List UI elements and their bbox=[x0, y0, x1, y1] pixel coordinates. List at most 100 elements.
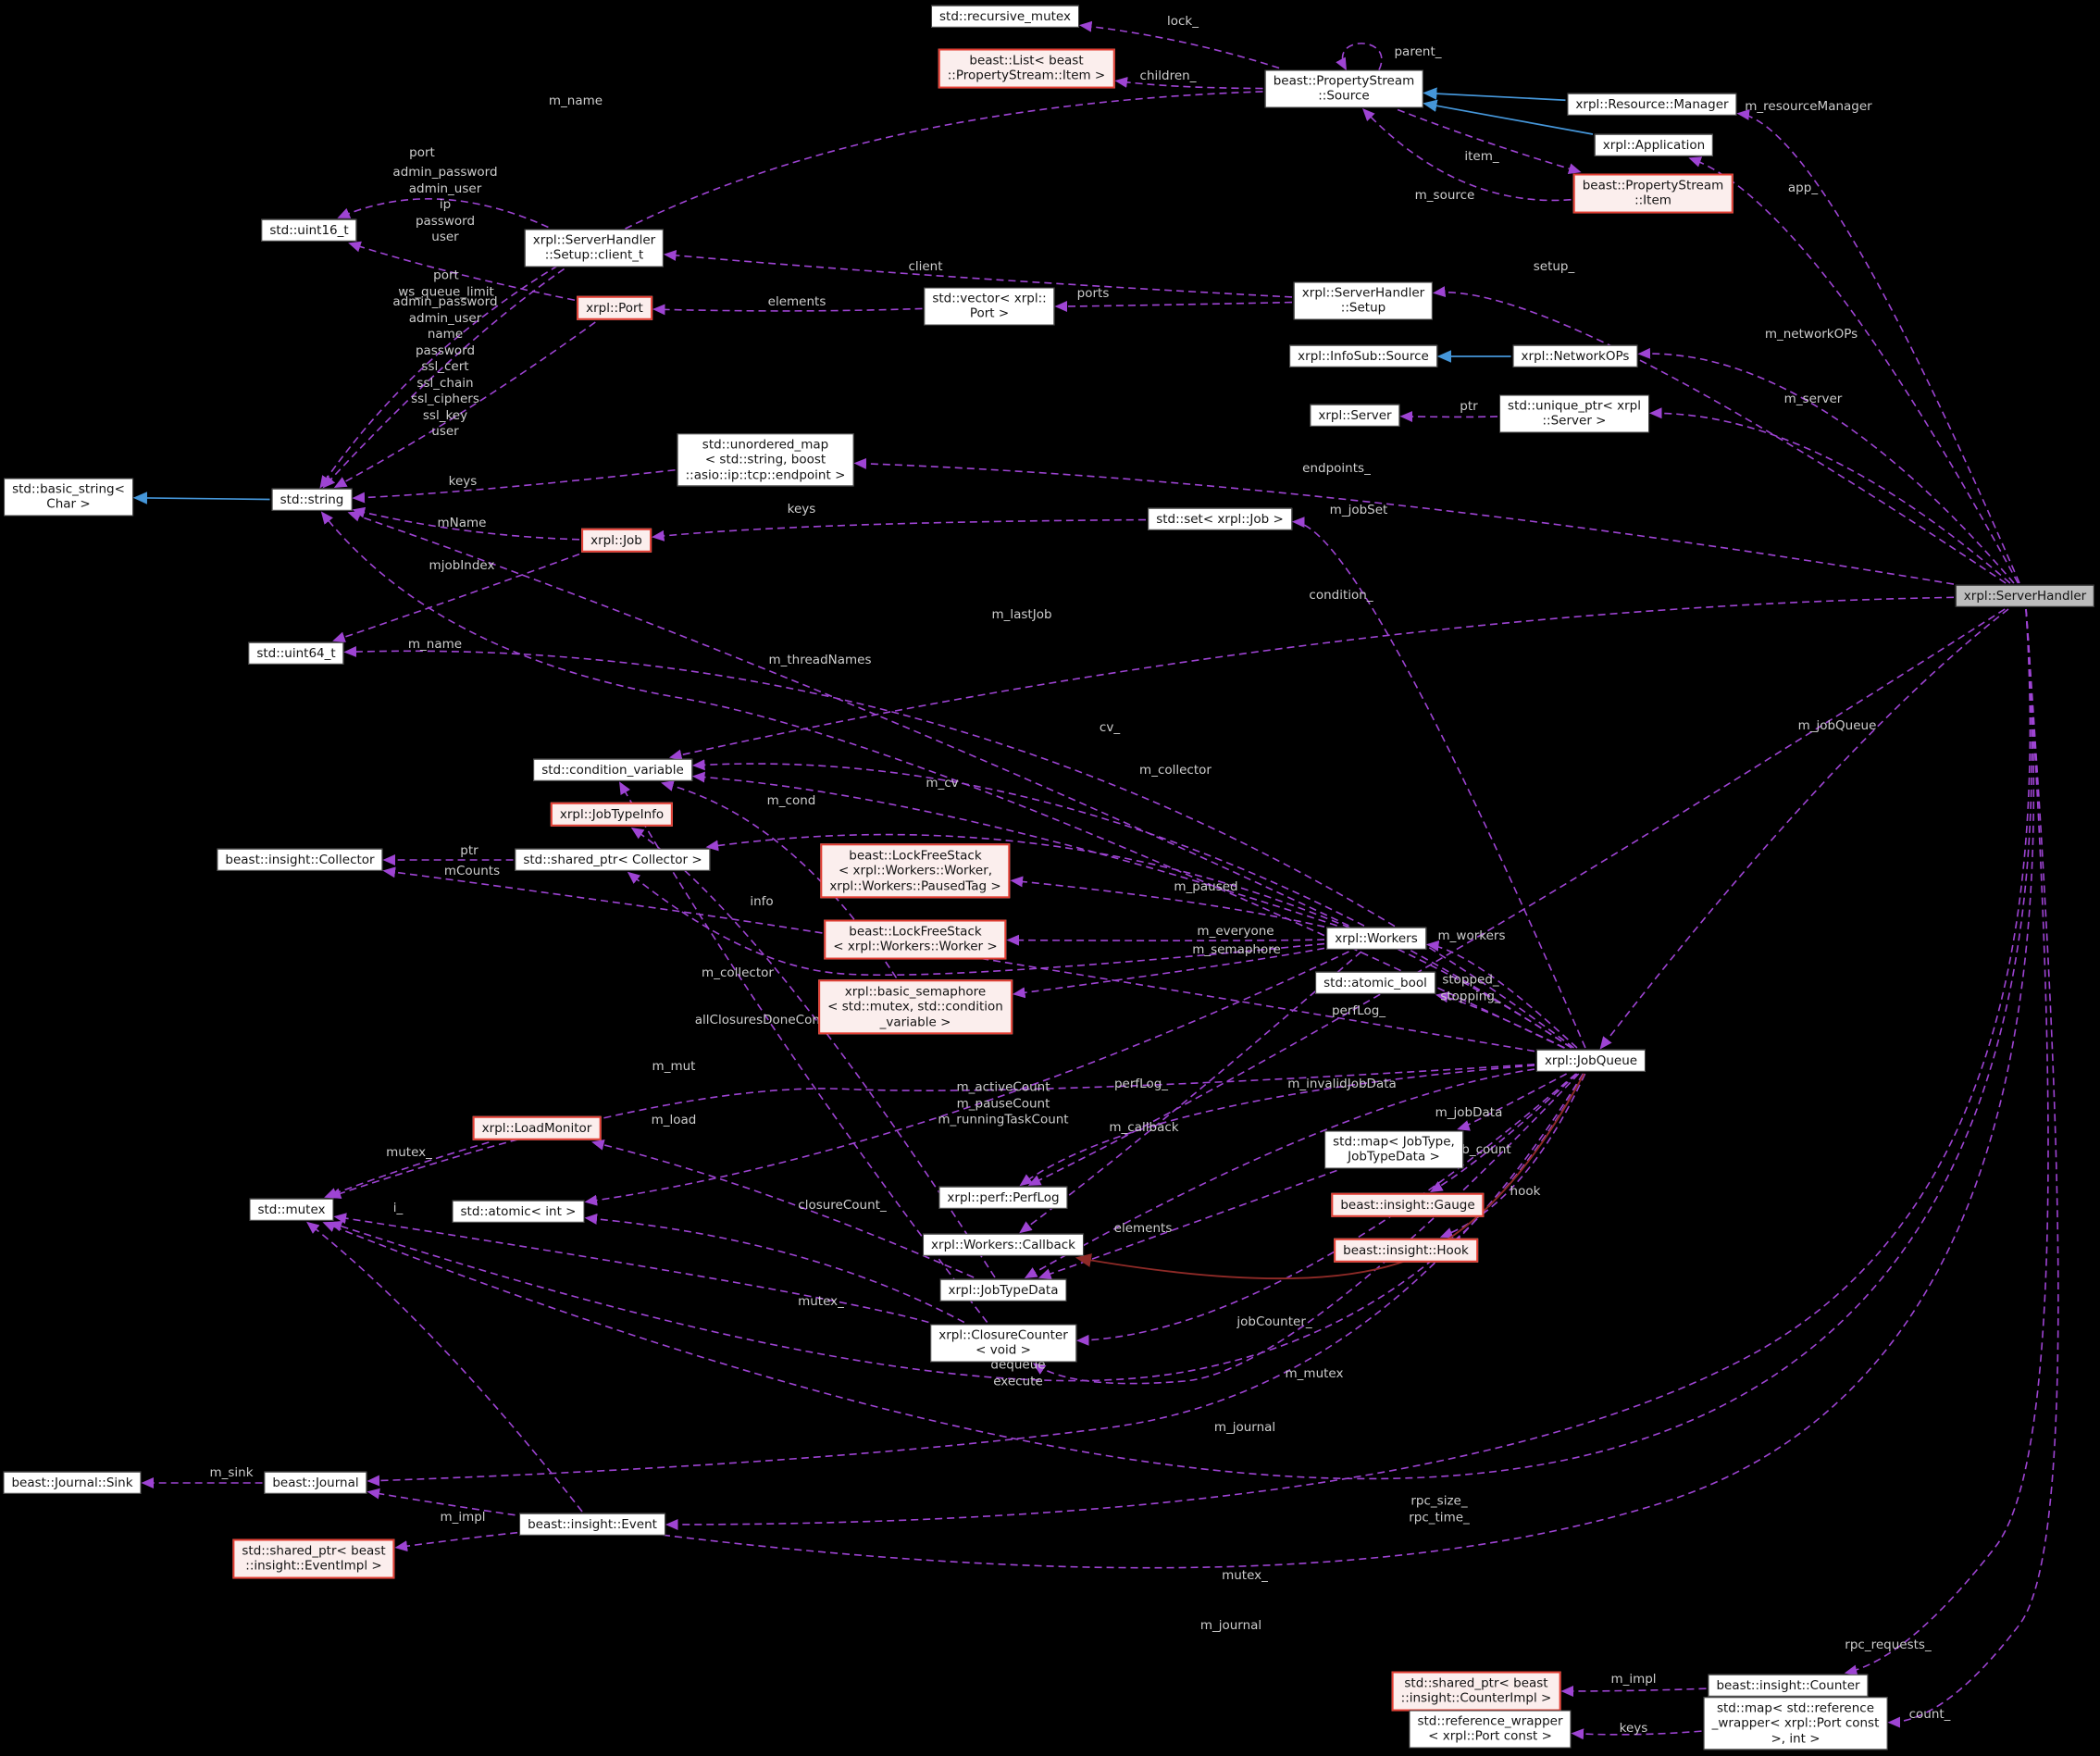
edge-label-keys: keys bbox=[448, 474, 478, 490]
edge-label-elements: elements bbox=[1113, 1221, 1173, 1237]
edge-server_handler-counter-rpc_requests_ bbox=[1844, 608, 2049, 1676]
node-set_job: std::set< xrpl::Job > bbox=[1148, 507, 1292, 531]
node-event[interactable]: beast::insight::Event bbox=[519, 1513, 665, 1537]
edge-label-m_journal: m_journal bbox=[1213, 1420, 1276, 1436]
node-map_jobtype: std::map< JobType, JobTypeData > bbox=[1324, 1130, 1463, 1169]
edge-label-port: port ws_queue_limit bbox=[398, 268, 494, 299]
edge-label-endpoints_: endpoints_ bbox=[1302, 461, 1371, 477]
edge-vec_port-port-elements bbox=[652, 304, 923, 316]
node-closure_counter[interactable]: xrpl::ClosureCounter < void > bbox=[930, 1324, 1076, 1363]
edge-server_handler-res_mgr-m_resourceManager bbox=[1736, 108, 2020, 584]
edge-label-parent_: parent_ bbox=[1394, 44, 1442, 60]
edge-label-m_impl: m_impl bbox=[440, 1510, 486, 1526]
node-vec_port: std::vector< xrpl:: Port > bbox=[924, 287, 1055, 326]
edge-port-uint16-port bbox=[348, 241, 576, 302]
node-gauge[interactable]: beast::insight::Gauge bbox=[1331, 1192, 1485, 1218]
edge-map_refwrap-ref_wrapper-keys bbox=[1571, 1728, 1702, 1740]
node-atomic_int: std::atomic< int > bbox=[452, 1200, 585, 1224]
node-journal[interactable]: beast::Journal bbox=[264, 1471, 367, 1495]
edge-label-m_name: m_name bbox=[548, 93, 603, 109]
edge-closure_counter-mutex-mutex_ bbox=[333, 1213, 929, 1324]
edge-server_handler-event-rpc_size_ bbox=[665, 608, 2032, 1530]
node-list_item[interactable]: beast::List< beast ::PropertyStream::Ite… bbox=[938, 48, 1115, 89]
edge-jobqueue-sptr_collector-m_collector bbox=[705, 833, 1572, 1049]
edge-jobqueue-closure_counter-jobCounter_ bbox=[1075, 1073, 1577, 1346]
edge-jobqueue-map_jobtype-m_jobData bbox=[1457, 1073, 1567, 1131]
node-counter[interactable]: beast::insight::Counter bbox=[1708, 1674, 1869, 1698]
node-jobtypeinfo[interactable]: xrpl::JobTypeInfo bbox=[550, 802, 674, 828]
edge-server_handler-cond_var-condition_ bbox=[668, 596, 1955, 761]
edge-label-mutex_: mutex_ bbox=[1222, 1568, 1268, 1584]
edge-label-jobCounter_: jobCounter_ bbox=[1236, 1314, 1312, 1330]
node-server[interactable]: xrpl::Server bbox=[1310, 404, 1400, 428]
edge-workers-semaphore-m_semaphore bbox=[1012, 947, 1325, 999]
edge-closure_counter-atomic_int-closureCount_ bbox=[584, 1213, 965, 1324]
edge-label-m_name: m_name bbox=[407, 637, 463, 653]
node-sh_setup[interactable]: xrpl::ServerHandler ::Setup bbox=[1293, 281, 1434, 320]
edge-label-keys: keys bbox=[1619, 1721, 1648, 1737]
edge-event-sptr_eventimpl-m_impl bbox=[394, 1531, 518, 1552]
edge-jobqueue-collector-mCounts bbox=[382, 866, 1535, 1052]
node-ps_source[interactable]: beast::PropertyStream ::Source bbox=[1264, 69, 1423, 108]
node-lfs_paused[interactable]: beast::LockFreeStack < xrpl::Workers::Wo… bbox=[820, 843, 1011, 899]
edge-label-m_workers: m_workers bbox=[1437, 928, 1506, 944]
node-collector[interactable]: beast::insight::Collector bbox=[217, 848, 383, 872]
edge-label-ptr: ptr bbox=[460, 843, 478, 859]
node-mutex: std::mutex bbox=[249, 1198, 334, 1222]
node-perflog[interactable]: xrpl::perf::PerfLog bbox=[938, 1186, 1068, 1210]
edge-label-mutex_: mutex_ bbox=[386, 1145, 432, 1161]
edge-ps_source-list_item-children_ bbox=[1114, 77, 1263, 90]
node-ps_item[interactable]: beast::PropertyStream ::Item bbox=[1572, 173, 1733, 214]
node-jobqueue[interactable]: xrpl::JobQueue bbox=[1535, 1049, 1646, 1073]
edge-label-m_jobSet: m_jobSet bbox=[1329, 503, 1388, 518]
node-client_t[interactable]: xrpl::ServerHandler ::Setup::client_t bbox=[524, 229, 665, 268]
edge-jobqueue-callback bbox=[1075, 1073, 1585, 1280]
edge-workers-string-m_threadNames bbox=[347, 511, 1349, 927]
node-cond_var: std::condition_variable bbox=[533, 758, 692, 782]
node-callback[interactable]: xrpl::Workers::Callback bbox=[923, 1233, 1084, 1257]
node-workers[interactable]: xrpl::Workers bbox=[1326, 927, 1426, 951]
edge-label-client: client bbox=[908, 259, 943, 275]
edge-label-m_collector: m_collector bbox=[1139, 763, 1212, 778]
node-res_mgr[interactable]: xrpl::Resource::Manager bbox=[1567, 93, 1737, 117]
edge-label-condition_: condition_ bbox=[1309, 588, 1373, 604]
edge-workers-sptr_collector-m_collector bbox=[627, 871, 1325, 977]
node-jobtypedata[interactable]: xrpl::JobTypeData bbox=[939, 1278, 1067, 1302]
edge-map_jobtype-jobtypedata-elements bbox=[1038, 1169, 1337, 1279]
node-loadmonitor[interactable]: xrpl::LoadMonitor bbox=[472, 1115, 602, 1141]
node-journal_sink[interactable]: beast::Journal::Sink bbox=[3, 1471, 142, 1495]
edge-label-m_jobQueue: m_jobQueue bbox=[1797, 718, 1877, 734]
edge-label-mCounts: mCounts bbox=[443, 864, 501, 879]
node-job[interactable]: xrpl::Job bbox=[581, 528, 652, 554]
node-sptr_eventimpl: std::shared_ptr< beast ::insight::EventI… bbox=[232, 1538, 395, 1579]
edge-jobqueue-perflog-perfLog_ bbox=[1019, 1065, 1535, 1187]
node-hook[interactable]: beast::insight::Hook bbox=[1334, 1238, 1478, 1264]
node-application[interactable]: xrpl::Application bbox=[1594, 133, 1714, 157]
node-uint64: std::uint64_t bbox=[248, 641, 344, 666]
edge-server_handler-jobqueue-m_jobQueue bbox=[1599, 608, 2009, 1050]
edge-label-ports: ports bbox=[1076, 286, 1110, 302]
edge-label-m_activeCount: m_activeCount m_pauseCount m_runningTask… bbox=[938, 1079, 1069, 1127]
edge-workers-lfs_paused-m_paused bbox=[1010, 876, 1325, 928]
edge-ps_source-string-m_name bbox=[319, 91, 1263, 489]
edge-ps_source-rmutex-lock_ bbox=[1078, 20, 1280, 69]
node-port[interactable]: xrpl::Port bbox=[577, 295, 652, 321]
edge-label-admin_password: admin_password admin_user name password … bbox=[392, 294, 498, 440]
edge-label-mjobIndex: mjobIndex bbox=[429, 558, 495, 574]
node-lfs_worker[interactable]: beast::LockFreeStack < xrpl::Workers::Wo… bbox=[824, 919, 1007, 960]
edge-client_t-uint16-port bbox=[337, 198, 549, 229]
node-uptr_server: std::unique_ptr< xrpl ::Server > bbox=[1499, 394, 1649, 433]
edge-jobqueue-gauge-job_count bbox=[1429, 1073, 1578, 1193]
node-netops[interactable]: xrpl::NetworkOPs bbox=[1512, 344, 1638, 368]
node-infosub_src[interactable]: xrpl::InfoSub::Source bbox=[1289, 344, 1437, 368]
node-ref_wrapper: std::reference_wrapper < xrpl::Port cons… bbox=[1409, 1710, 1572, 1749]
edge-label-m_invalidJobData: m_invalidJobData bbox=[1287, 1077, 1397, 1092]
edge-server_handler-perflog-perfLog_ bbox=[1027, 608, 2006, 1186]
node-semaphore[interactable]: xrpl::basic_semaphore < std::mutex, std:… bbox=[818, 979, 1013, 1035]
edge-server_handler-journal-m_journal bbox=[367, 608, 2035, 1569]
edge-label-app_: app_ bbox=[1787, 181, 1819, 196]
edge-sh_setup-vec_port-ports bbox=[1054, 301, 1293, 312]
edge-label-job_count: job_count bbox=[1450, 1142, 1511, 1158]
edge-server_handler-mutex-mutex_ bbox=[322, 608, 2033, 1480]
edge-res_mgr-ps_source bbox=[1423, 87, 1566, 102]
